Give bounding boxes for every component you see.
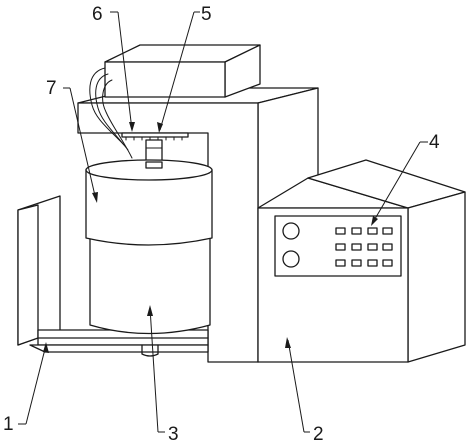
panel-button [367,259,378,267]
panel-button [367,227,378,235]
round-dial-bottom [282,250,300,268]
collection-bin [17,195,209,353]
leader-lines [18,11,428,433]
round-dial-top [282,222,300,240]
panel-button [351,259,362,267]
label-part-1: 1 [3,414,14,435]
panel-button [351,227,362,235]
drain-fitting [141,344,159,357]
panel-button [382,259,393,267]
motor-housing [89,44,261,159]
label-part-2: 2 [313,424,324,445]
label-part-7: 7 [46,78,57,99]
panel-button [382,227,393,235]
panel-button [382,243,393,251]
rotating-plate [121,132,189,141]
control-cabinet [257,159,466,363]
label-part-6: 6 [92,4,103,25]
drum [85,159,213,335]
panel-button [335,227,346,235]
control-panel [282,222,393,268]
label-part-5: 5 [201,4,212,25]
label-part-3: 3 [168,424,179,445]
panel-button [335,259,346,267]
panel-button [367,243,378,251]
label-part-4: 4 [429,132,440,153]
panel-button [351,243,362,251]
panel-button [335,243,346,251]
